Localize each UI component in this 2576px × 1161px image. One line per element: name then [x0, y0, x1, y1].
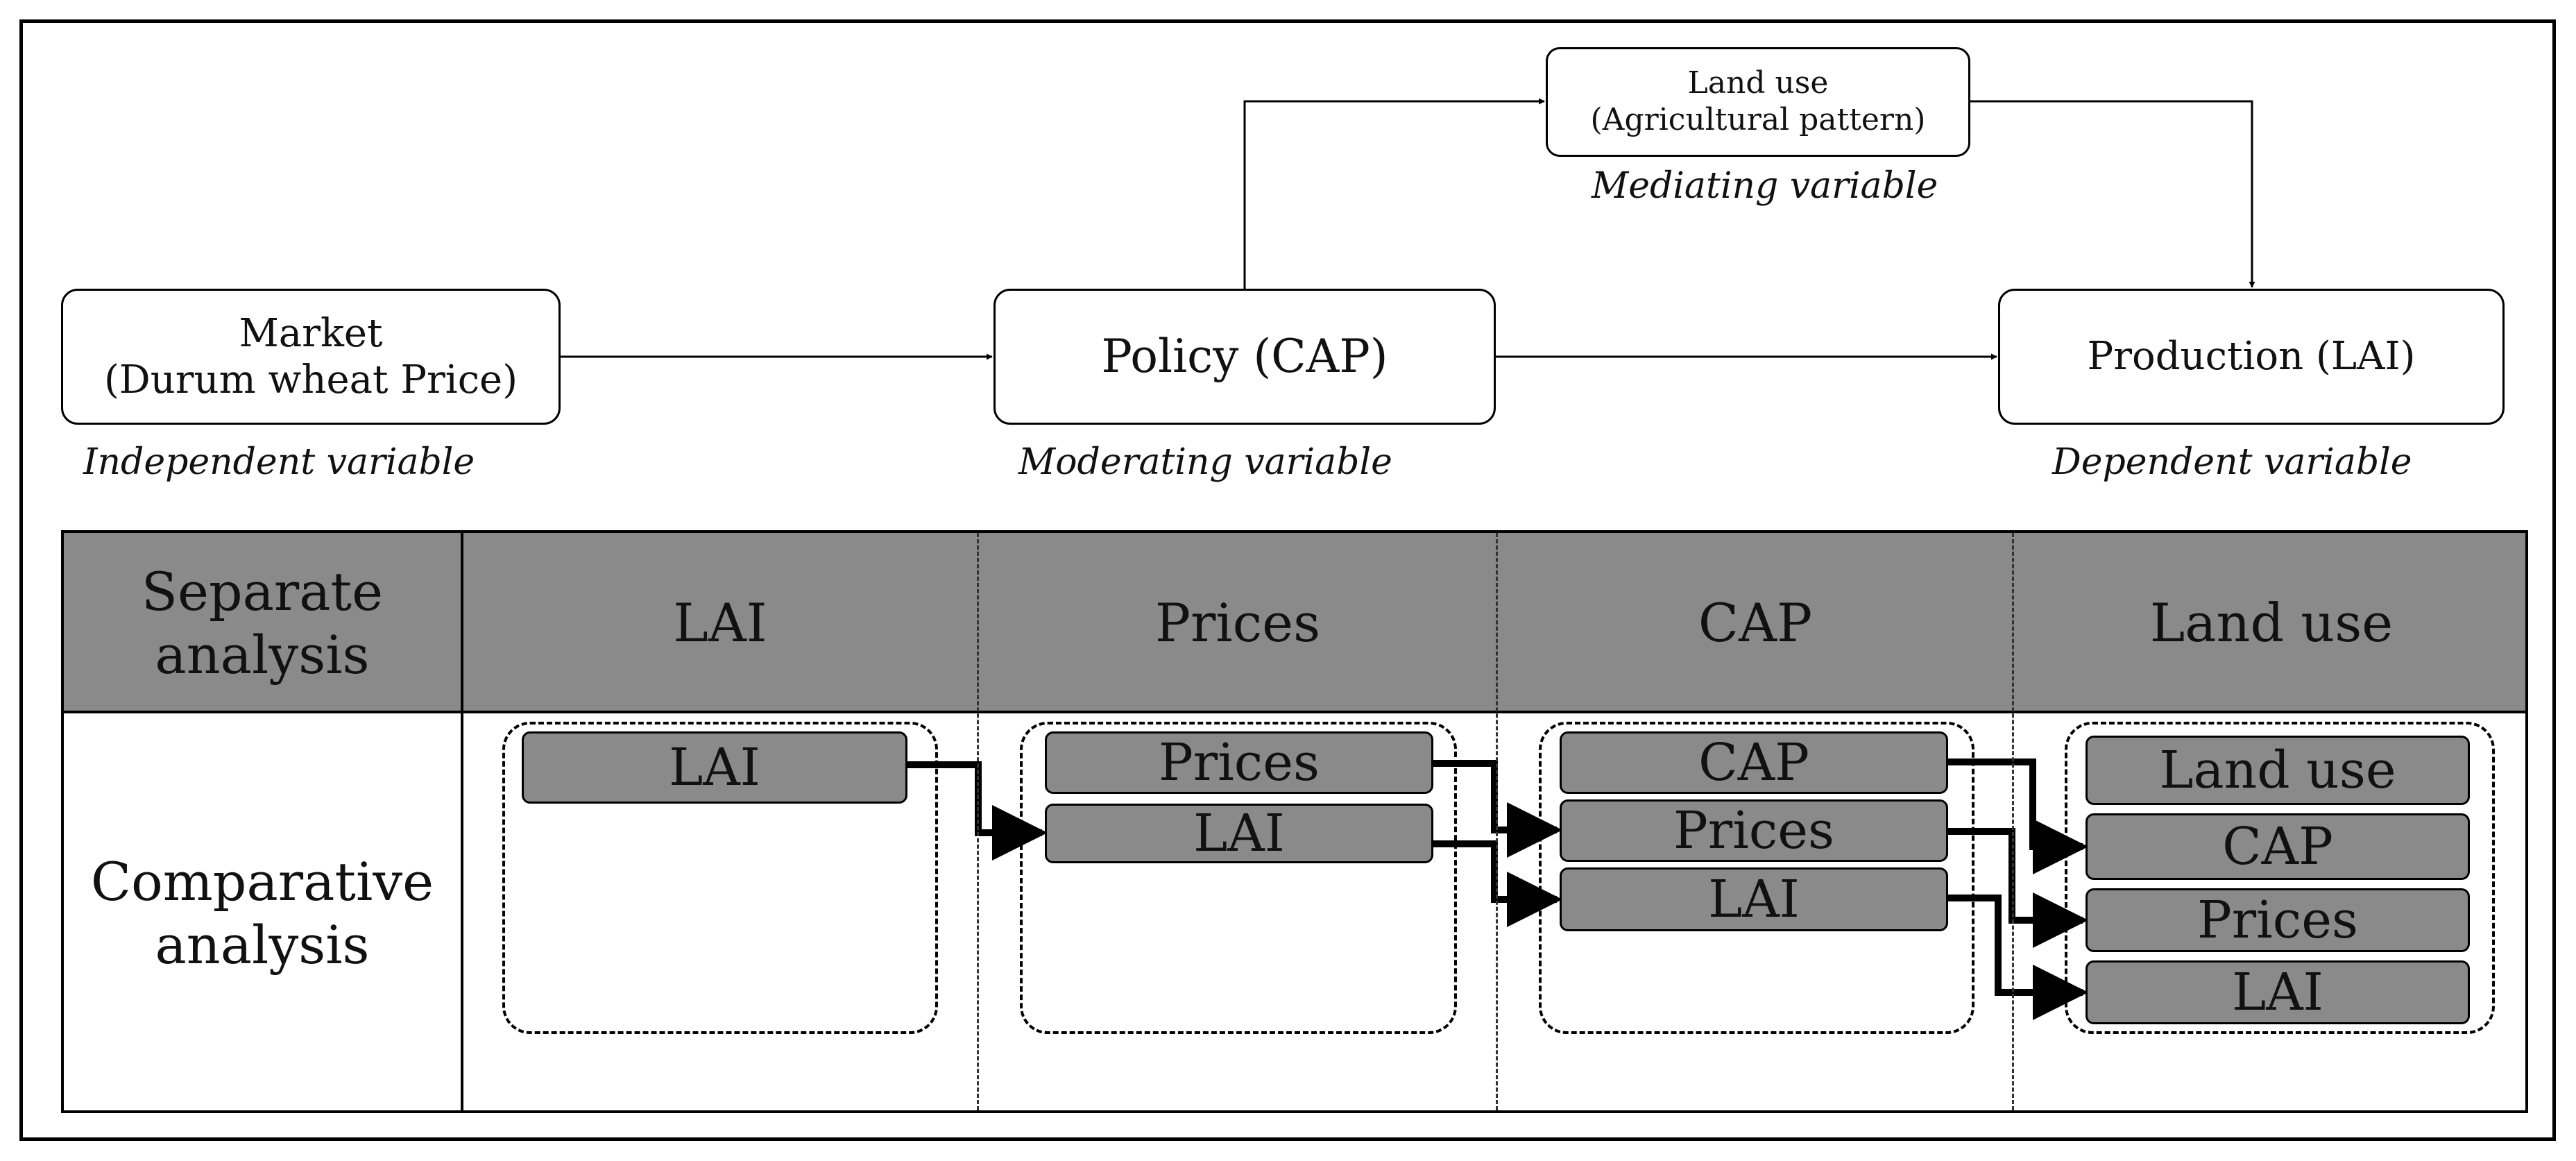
policy-node: Policy (CAP): [993, 289, 1496, 425]
column-divider: [977, 533, 979, 1110]
column-divider: [2012, 533, 2014, 1110]
arrow-land-use-to-production: [1970, 100, 2255, 288]
column-header-lai: LAI: [673, 592, 767, 654]
chip-lai: LAI: [1560, 867, 1948, 931]
arrow-cap-to-group-land-use: [1948, 759, 2088, 874]
column-header-cap: CAP: [1698, 592, 1813, 654]
chip-prices: Prices: [1560, 799, 1948, 862]
column-header-prices: Prices: [1154, 592, 1321, 654]
table-header-row: [64, 533, 2525, 713]
arrow-policy-to-land-use: [1243, 98, 1545, 289]
chip-cap: CAP: [1560, 731, 1948, 794]
chip-cap: CAP: [2085, 813, 2470, 880]
group-prices: [1020, 722, 1457, 1034]
dependent-variable-caption: Dependent variable: [2052, 441, 2412, 483]
mediating-variable-caption: Mediating variable: [1592, 165, 1938, 207]
row-header-comparative: Comparative analysis: [90, 850, 434, 976]
land-use-node: Land use (Agricultural pattern): [1546, 47, 1970, 157]
chip-lai: LAI: [1045, 804, 1433, 863]
diagram-frame: [19, 19, 2556, 1141]
chip-lai: LAI: [2085, 960, 2470, 1024]
group-lai: [502, 722, 938, 1034]
row-header-separate: Separate analysis: [141, 560, 384, 686]
independent-variable-caption: Independent variable: [83, 441, 475, 483]
group-land-use: [2065, 722, 2495, 1034]
arrow-prices-to-group-cap: [1433, 760, 1562, 858]
column-divider: [1496, 533, 1498, 1110]
analysis-table: Separate analysis Comparative analysis L…: [61, 530, 2528, 1113]
chip-lai: LAI: [522, 731, 907, 804]
market-node: Market (Durum wheat Price): [61, 289, 561, 425]
column-header-land-use: Land use: [2149, 592, 2394, 654]
chip-prices: Prices: [1045, 731, 1433, 794]
production-node: Production (LAI): [1998, 289, 2505, 425]
moderating-variable-caption: Moderating variable: [1018, 441, 1392, 483]
arrow-lai-to-group-cap: [1433, 840, 1562, 927]
row-header-divider: [461, 533, 463, 1110]
chip-prices: Prices: [2085, 888, 2470, 952]
chip-land-use: Land use: [2085, 736, 2470, 805]
group-cap: [1539, 722, 1974, 1034]
